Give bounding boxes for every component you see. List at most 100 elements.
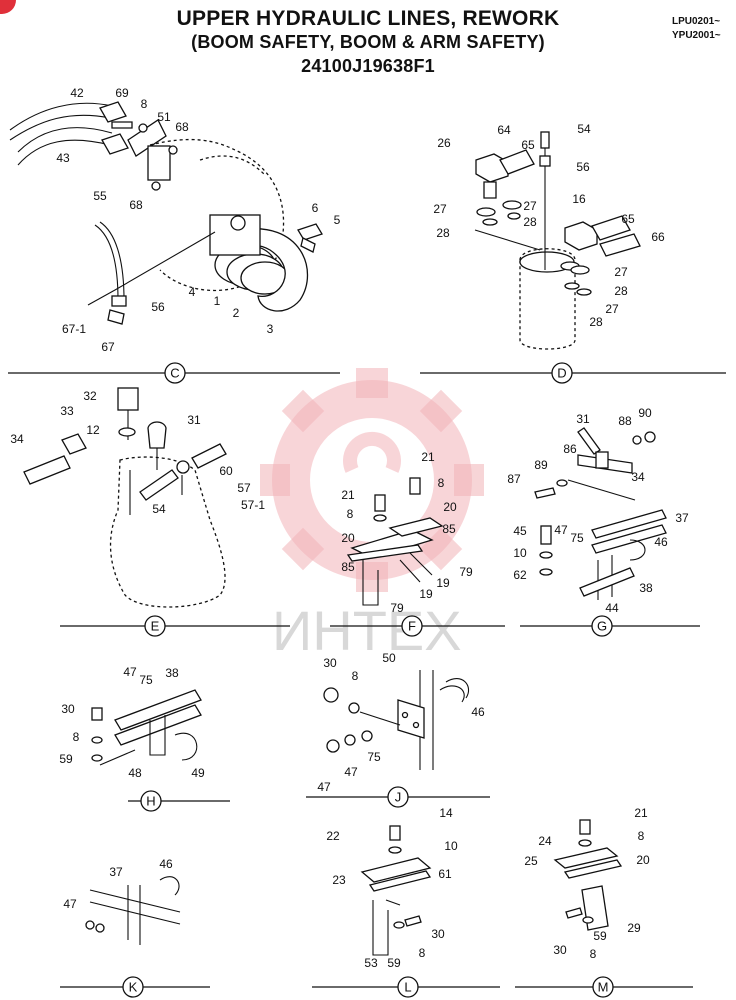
part-callout: 28 [436, 226, 450, 240]
part-callout: 47 [317, 780, 331, 794]
section-k-drawing [85, 876, 181, 945]
part-callout: 55 [93, 189, 107, 203]
part-callout: 75 [570, 531, 584, 545]
part-callout: 23 [332, 873, 346, 887]
serial-codes: LPU0201~ YPU2001~ [672, 15, 721, 43]
part-callout: 8 [73, 730, 80, 744]
section-marker-label: F [408, 619, 416, 634]
part-callout: 61 [438, 867, 452, 881]
part-callout: 53 [364, 956, 378, 970]
part-callout: 30 [323, 656, 337, 670]
part-callout: 54 [577, 122, 591, 136]
part-callout: 8 [352, 669, 359, 683]
part-callout: 43 [56, 151, 70, 165]
part-callout: 69 [115, 86, 129, 100]
part-callout: 50 [382, 651, 396, 665]
section-g-drawing [534, 427, 667, 600]
part-callout: 67-1 [62, 322, 86, 336]
page-subtitle: (BOOM SAFETY, BOOM & ARM SAFETY) [191, 32, 545, 52]
part-callout: 20 [341, 531, 355, 545]
part-callout: 46 [654, 535, 668, 549]
part-callout: 31 [576, 412, 590, 426]
part-callout: 34 [631, 470, 645, 484]
section-marker-label: J [395, 790, 402, 805]
part-callout: 32 [83, 389, 97, 403]
part-callout: 85 [341, 560, 355, 574]
part-callout: 49 [191, 766, 205, 780]
section-marker-circle [164, 362, 186, 384]
section-c-drawing [9, 101, 323, 325]
part-callout: 30 [61, 702, 75, 716]
serial-code: YPU2001~ [672, 30, 721, 41]
section-f-drawing [346, 477, 444, 606]
part-callout: 8 [141, 97, 148, 111]
part-callout: 60 [219, 464, 233, 478]
part-callout: 27 [523, 199, 537, 213]
part-callout: 57-1 [241, 498, 265, 512]
part-callout: 20 [636, 853, 650, 867]
section-marker-circle [397, 976, 419, 998]
part-callout: 21 [634, 806, 648, 820]
part-callout: 38 [639, 581, 653, 595]
section-marker-label: G [597, 619, 607, 634]
part-callout: 8 [347, 507, 354, 521]
part-callout: 90 [638, 406, 652, 420]
part-callout: 12 [86, 423, 100, 437]
section-marker-circle [387, 786, 409, 808]
part-callout: 62 [513, 568, 527, 582]
part-callout: 68 [129, 198, 143, 212]
part-callout: 19 [419, 587, 433, 601]
part-callout: 75 [139, 673, 153, 687]
part-callout: 66 [651, 230, 665, 244]
section-marker-label: C [170, 366, 179, 381]
part-callout: 64 [497, 123, 511, 137]
page-title: UPPER HYDRAULIC LINES, REWORK [176, 7, 560, 30]
part-callout: 21 [341, 488, 355, 502]
part-callout: 30 [431, 927, 445, 941]
part-callout: 79 [390, 601, 404, 615]
part-callout: 4 [189, 285, 196, 299]
section-m-drawing [553, 819, 623, 931]
section-marker-label: M [598, 980, 609, 995]
part-callout: 75 [367, 750, 381, 764]
section-marker-label: H [146, 794, 155, 809]
part-callout: 21 [421, 450, 435, 464]
section-marker-label: K [129, 980, 138, 995]
part-callout: 8 [590, 947, 597, 961]
part-callout: 47 [554, 523, 568, 537]
part-callout: 46 [471, 705, 485, 719]
part-callout: 27 [614, 265, 628, 279]
part-callout: 34 [10, 432, 24, 446]
section-marker-circle [592, 976, 614, 998]
part-callout: 27 [433, 202, 447, 216]
part-callout: 25 [524, 854, 538, 868]
part-callout: 28 [523, 215, 537, 229]
part-callout: 88 [618, 414, 632, 428]
section-j-drawing [323, 670, 470, 770]
part-callout: 67 [101, 340, 115, 354]
part-callout: 1 [214, 294, 221, 308]
part-callout: 51 [157, 110, 171, 124]
part-callout: 5 [334, 213, 341, 227]
section-marker-circle [591, 615, 613, 637]
part-callout: 33 [60, 404, 74, 418]
part-callout: 37 [109, 865, 123, 879]
part-callout: 22 [326, 829, 340, 843]
part-callout: 59 [59, 752, 73, 766]
section-marker-label: L [404, 980, 411, 995]
section-marker-label: E [151, 619, 160, 634]
part-callout: 47 [123, 665, 137, 679]
section-marker-circle [140, 790, 162, 812]
part-callout: 10 [444, 839, 458, 853]
section-e-drawing [23, 387, 227, 608]
part-callout: 42 [70, 86, 84, 100]
part-callout: 28 [589, 315, 603, 329]
section-marker-circle [144, 615, 166, 637]
section-l-drawing [360, 825, 432, 956]
part-callout: 56 [576, 160, 590, 174]
part-callout: 27 [605, 302, 619, 316]
section-marker-circle [401, 615, 423, 637]
part-callout: 65 [521, 138, 535, 152]
part-callout: 8 [438, 476, 445, 490]
